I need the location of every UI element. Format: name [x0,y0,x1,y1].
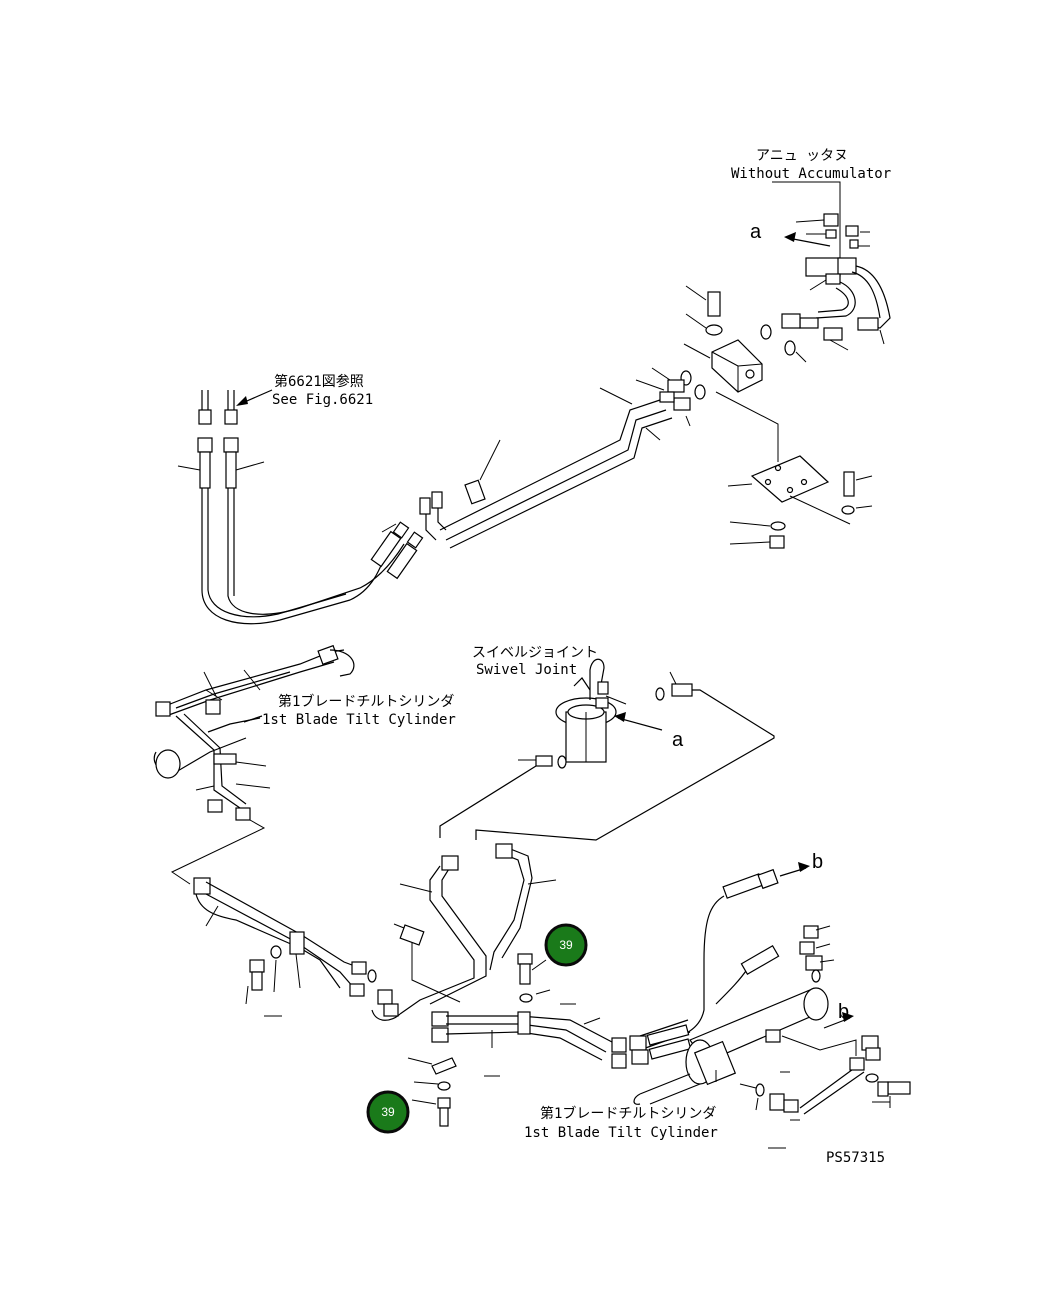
without-accumulator-jp-label: アニュ ッタヌ [756,148,848,164]
callout-39-upper[interactable]: 39 [544,923,588,967]
valve-block [711,339,763,393]
callout-number: 39 [381,1105,395,1119]
callout-number: 39 [559,938,573,952]
arrow-a-mid [617,717,663,731]
tilt-cylinder-label-2: 1st Blade Tilt Cylinder [524,1125,718,1141]
see-fig-jp-label: 第6621図参照 [274,373,364,390]
swivel-joint [555,658,617,763]
tilt-cylinder-right-assembly: b b [524,851,911,1149]
swivel-joint-jp-label: スイベルジョイント [472,645,598,661]
tilt-cylinder-jp-label-1: 第1ブレードチルトシリンダ [278,693,454,710]
center-tubes-assembly [193,843,627,1127]
arrow-b-label-bottom: b [838,1001,849,1023]
arrow-a-top [787,237,831,247]
blade-tilt-cylinder [633,987,829,1105]
mounting-plate [750,455,830,503]
without-accumulator-label: Without Accumulator [731,166,891,182]
swivel-joint-assembly: スイベルジョイント Swivel Joint a [439,645,775,841]
accumulator-block-assembly: アニュ ッタヌ Without Accumulator a [439,148,891,549]
figure-code: PS57315 [826,1150,885,1166]
see-fig-label: See Fig.6621 [272,392,373,408]
callout-39-lower[interactable]: 39 [366,1090,410,1134]
hose-group-top-left: 第6621図参照 See Fig.6621 [177,373,501,625]
tilt-cylinder-jp-label-2: 第1ブレードチルトシリンダ [540,1105,716,1122]
tilt-cylinder-label-1: 1st Blade Tilt Cylinder [262,712,456,728]
arrow-a-label-top: a [750,221,762,243]
tilt-cylinder-left-assembly: 第1ブレードチルトシリンダ 1st Blade Tilt Cylinder [153,644,456,885]
arrow-b-label-top: b [812,851,823,873]
swivel-joint-label: Swivel Joint [476,662,577,678]
arrow-a-label-mid: a [672,729,684,751]
